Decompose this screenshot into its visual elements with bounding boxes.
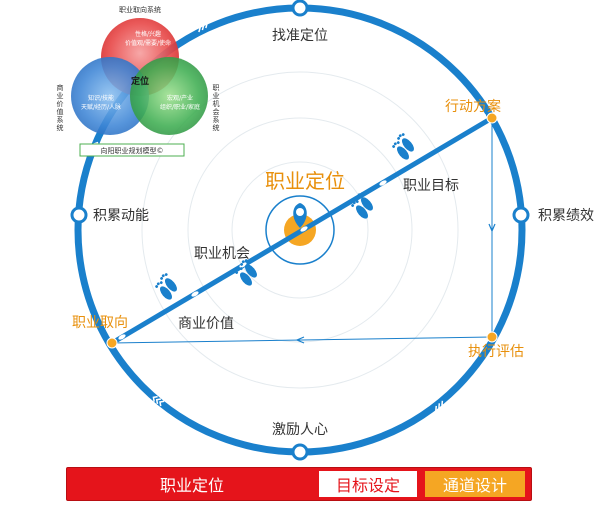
faint-circle-outer <box>141 71 459 389</box>
venn-green-line1: 宏观/产业 <box>167 94 193 102</box>
label-action-plan: 行动方案 <box>445 98 501 115</box>
svg-text:机: 机 <box>213 99 220 108</box>
venn-center-label: 定位 <box>130 75 149 87</box>
svg-text:统: 统 <box>213 123 220 132</box>
svg-text:系: 系 <box>57 115 64 124</box>
label-career-opportunity: 职业机会 <box>194 246 250 262</box>
footprint-icon <box>155 273 177 300</box>
footprint-icon <box>392 133 414 160</box>
arrow-down-icon <box>488 223 496 233</box>
venn-model-box <box>79 143 185 157</box>
bar-career-positioning[interactable]: 职业定位 <box>159 476 224 495</box>
faint-circle-inner <box>231 161 369 299</box>
location-pin-hole <box>296 208 304 216</box>
venn-right-label: 职 业 机 会 系 统 <box>213 84 220 132</box>
venn-blue-line1: 知识/技能 <box>88 94 114 102</box>
venn-green-circle <box>130 57 208 135</box>
bottom-bar: 职业定位 目标设定 通道设计 <box>66 467 532 501</box>
svg-text:价: 价 <box>57 100 64 108</box>
svg-text:系: 系 <box>213 115 220 124</box>
label-career-orientation: 职业取向 <box>72 315 128 331</box>
bar-channel-design[interactable]: 通道设计 <box>425 471 525 497</box>
venn-red-line2: 价值观/需要/使命 <box>125 39 171 47</box>
svg-text:商: 商 <box>57 83 64 92</box>
venn-left-label: 商 业 价 值 系 统 <box>57 83 64 132</box>
label-bottom: 激励人心 <box>272 421 328 438</box>
label-career-goal: 职业目标 <box>403 178 459 194</box>
venn-red-line1: 性格/兴趣 <box>135 30 161 38</box>
venn-title: 职业取向系统 <box>119 5 161 14</box>
label-left: 积累动能 <box>93 208 149 224</box>
footprints-icon <box>155 133 414 300</box>
label-career-positioning: 职业定位 <box>265 169 345 193</box>
bar-goal-setting[interactable]: 目标设定 <box>319 471 417 497</box>
footprint-icon <box>235 259 257 286</box>
venn-model-label: 向阳职业规划模型© <box>101 146 164 155</box>
node-top <box>291 0 309 17</box>
action-dot <box>486 112 498 124</box>
line-eval-to-orientation <box>111 336 493 344</box>
label-right: 积累绩效 <box>538 208 594 224</box>
footprint-icon <box>351 192 373 219</box>
venn-blue-circle <box>71 57 149 135</box>
orientation-dot <box>106 337 118 349</box>
arrow-left-icon <box>295 336 305 344</box>
faint-circle-middle <box>187 117 413 343</box>
label-commercial-value: 商业价值 <box>178 316 234 332</box>
svg-text:统: 统 <box>57 123 64 132</box>
node-left <box>70 206 88 224</box>
venn-blue-line2: 天赋/经历/人脉 <box>81 103 121 111</box>
line-markers <box>118 180 387 340</box>
label-execute-eval: 执行评估 <box>468 344 524 360</box>
evaluation-dot <box>486 331 498 343</box>
label-top: 找准定位 <box>272 28 328 44</box>
node-right <box>512 206 530 224</box>
svg-text:会: 会 <box>213 107 220 116</box>
venn-green-line2: 组织/职业/家庭 <box>160 103 200 111</box>
svg-text:职: 职 <box>213 84 220 92</box>
svg-text:业: 业 <box>57 91 64 100</box>
node-bottom <box>291 443 309 461</box>
svg-text:业: 业 <box>213 91 220 100</box>
svg-text:值: 值 <box>57 107 64 116</box>
venn-diagram: 职业取向系统 性格/兴趣 价值观/需要/使命 知识/技能 天赋/经历/人脉 宏观… <box>57 5 220 157</box>
